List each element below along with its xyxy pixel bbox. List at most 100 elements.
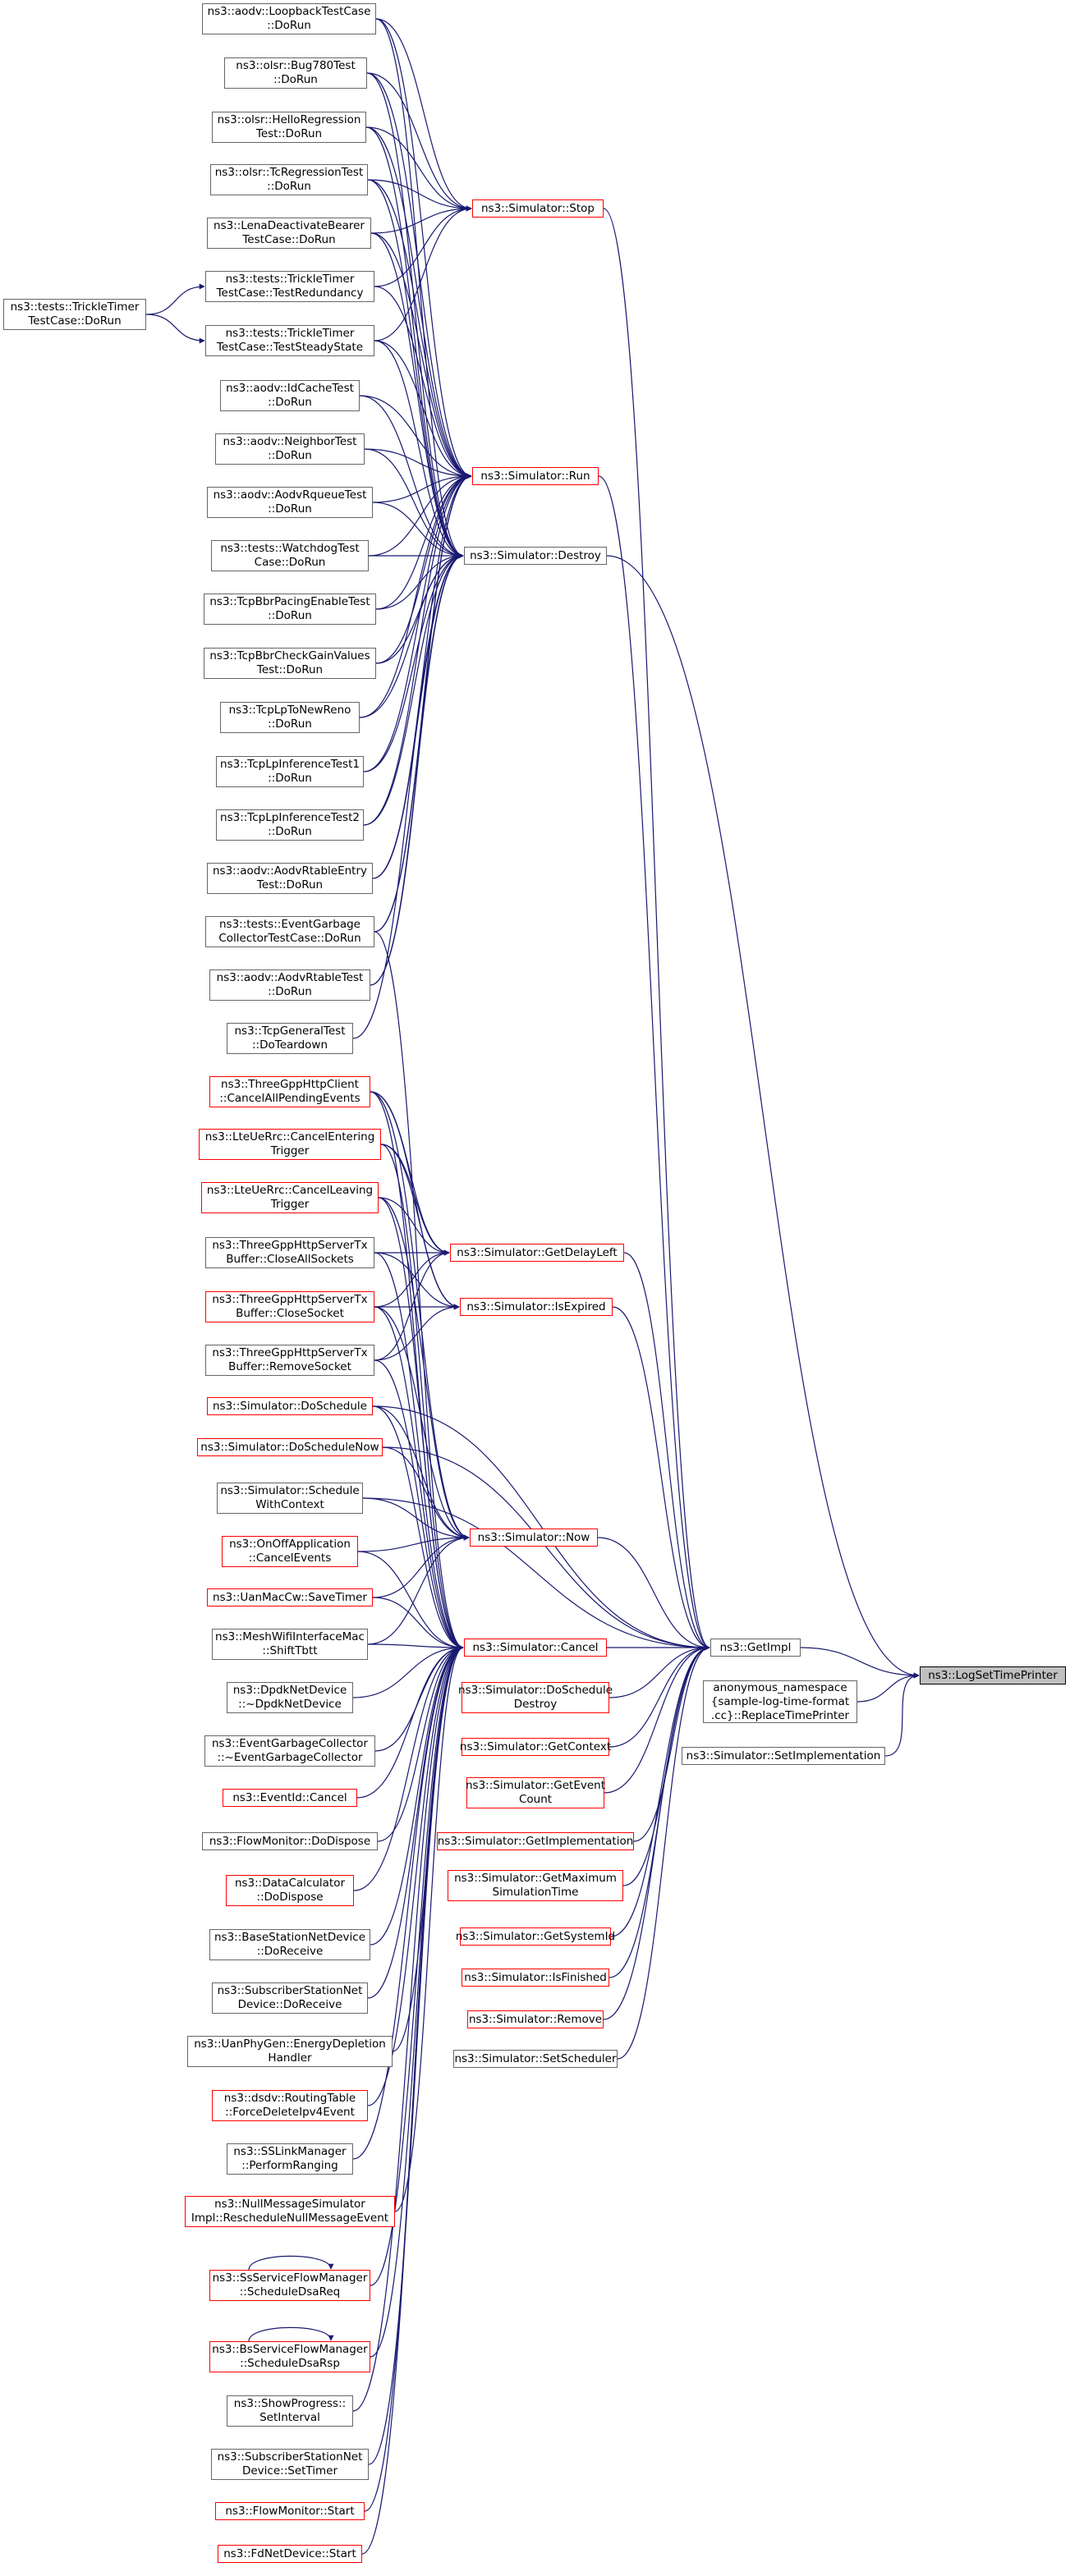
- graph-node-label: ns3::ThreeGppHttpServerTx: [212, 1346, 368, 1359]
- graph-node-ns3-meshwifiinterfacemac-shifttbtt[interactable]: ns3::MeshWifiInterfaceMac::ShiftTbtt: [212, 1629, 368, 1660]
- graph-node-ns3-aodv-aodvrqueuetest-dorun[interactable]: ns3::aodv::AodvRqueueTest::DoRun: [207, 487, 373, 518]
- graph-node-ns3-simulator-setscheduler[interactable]: ns3::Simulator::SetScheduler: [453, 2050, 618, 2068]
- graph-node-ns3-simulator-run[interactable]: ns3::Simulator::Run: [472, 467, 599, 485]
- graph-node-ns3-simulator-getimplementation[interactable]: ns3::Simulator::GetImplementation: [437, 1832, 634, 1850]
- call-edge-n14-to-m3: [359, 552, 464, 718]
- call-edge-self-loop-n45: [248, 2326, 334, 2342]
- graph-node-ns3-simulator-isfinished[interactable]: ns3::Simulator::IsFinished: [462, 1969, 609, 1987]
- graph-node-ns3-datacalculator-dodispose[interactable]: ns3::DataCalculator::DoDispose: [226, 1875, 354, 1906]
- call-edge-n6-to-m1: [374, 205, 472, 287]
- call-edge-n1-to-m2: [375, 18, 472, 479]
- graph-node-ns3-showprogress-setinterval[interactable]: ns3::ShowProgress::SetInterval: [227, 2395, 353, 2427]
- graph-node-label: ns3::aodv::NeighborTest: [223, 435, 357, 448]
- graph-node-label: ns3::Simulator::Stop: [481, 201, 595, 215]
- graph-node-ns3-simulator-cancel[interactable]: ns3::Simulator::Cancel: [464, 1639, 607, 1657]
- graph-node-ns3-olsr-tcregressiontest-dorun[interactable]: ns3::olsr::TcRegressionTest::DoRun: [210, 164, 368, 195]
- graph-node-ns3-simulator-getsystemid[interactable]: ns3::Simulator::GetSystemId: [456, 1927, 615, 1946]
- graph-node-ns3-simulator-stop[interactable]: ns3::Simulator::Stop: [472, 199, 604, 218]
- graph-node-label: Device::SetTimer: [241, 2464, 338, 2477]
- graph-node-label: ns3::FdNetDevice::Start: [223, 2546, 356, 2560]
- graph-node-ns3-tcpbbrpacingenabletest-dorun[interactable]: ns3::TcpBbrPacingEnableTest::DoRun: [204, 594, 376, 625]
- graph-node-ns3-flowmonitor-dodispose[interactable]: ns3::FlowMonitor::DoDispose: [202, 1832, 378, 1850]
- graph-node-ns3-aodv-idcachetest-dorun[interactable]: ns3::aodv::IdCacheTest::DoRun: [220, 380, 360, 411]
- graph-node-ns3-bsserviceflowmanager-scheduledsarsp[interactable]: ns3::BsServiceFlowManager::ScheduleDsaRs…: [209, 2341, 370, 2372]
- graph-node-ns3-onoffapplication-cancelevents[interactable]: ns3::OnOffApplication::CancelEvents: [222, 1536, 358, 1567]
- graph-node-ns3-fdnetdevice-start[interactable]: ns3::FdNetDevice::Start: [218, 2545, 362, 2563]
- call-edge-n8-to-m2: [359, 395, 472, 479]
- graph-node-label: anonymous_namespace: [713, 1680, 847, 1694]
- graph-node-ns3-simulator-remove[interactable]: ns3::Simulator::Remove: [467, 2010, 604, 2028]
- graph-node-label: ns3::SSLinkManager: [233, 2145, 347, 2158]
- graph-node-ns3-dsdv-routingtable-forcedeleteipv4event[interactable]: ns3::dsdv::RoutingTable::ForceDeleteIpv4…: [212, 2090, 368, 2121]
- call-edge-n19-to-m3: [370, 552, 464, 986]
- call-edge-n16-to-m2: [363, 473, 472, 826]
- graph-node-ns3-simulator-now[interactable]: ns3::Simulator::Now: [470, 1529, 598, 1547]
- graph-node-ns3-simulator-isexpired[interactable]: ns3::Simulator::IsExpired: [460, 1298, 613, 1316]
- graph-node-ns3-flowmonitor-start[interactable]: ns3::FlowMonitor::Start: [215, 2502, 365, 2520]
- graph-node-ns3-tcpgeneraltest-doteardown[interactable]: ns3::TcpGeneralTest::DoTeardown: [227, 1023, 353, 1054]
- call-edge-m13-to-g1: [610, 1644, 710, 1937]
- graph-node-label: ns3::Simulator::IsExpired: [466, 1299, 606, 1313]
- graph-node-ns3-getimpl[interactable]: ns3::GetImpl: [710, 1639, 801, 1657]
- graph-node-label: ns3::olsr::Bug780Test: [236, 59, 356, 72]
- graph-node-ns3-olsr-bug780test-dorun[interactable]: ns3::olsr::Bug780Test::DoRun: [224, 57, 367, 89]
- graph-node-ns3-tcplptonewreno-dorun[interactable]: ns3::TcpLpToNewReno::DoRun: [220, 702, 360, 733]
- graph-node-ns3-aodv-loopbacktestcase-dorun[interactable]: ns3::aodv::LoopbackTestCase::DoRun: [202, 3, 376, 34]
- graph-node-ns3-tcplpinferencetest2-dorun[interactable]: ns3::TcpLpInferenceTest2::DoRun: [216, 809, 364, 841]
- graph-node-label: ns3::ThreeGppHttpClient: [221, 1078, 359, 1091]
- graph-node-ns3-sslinkmanager-performranging[interactable]: ns3::SSLinkManager::PerformRanging: [227, 2143, 353, 2175]
- call-edge-n2-to-m2: [366, 72, 472, 479]
- graph-node-ns3-aodv-neighbortest-dorun[interactable]: ns3::aodv::NeighborTest::DoRun: [215, 433, 365, 465]
- graph-node-ns3-simulator-getdelayleft[interactable]: ns3::Simulator::GetDelayLeft: [450, 1244, 624, 1262]
- call-edge-n1-to-m1: [375, 18, 472, 212]
- graph-node-ns3-ssserviceflowmanager-scheduledsareq[interactable]: ns3::SsServiceFlowManager::ScheduleDsaRe…: [209, 2270, 370, 2301]
- graph-node-ns3-simulator-doschedulenow[interactable]: ns3::Simulator::DoScheduleNow: [197, 1438, 383, 1456]
- graph-node-label: Case::DoRun: [254, 556, 326, 569]
- graph-node-ns3-simulator-setimplementation[interactable]: ns3::Simulator::SetImplementation: [682, 1747, 885, 1765]
- call-edge-n4-to-m2: [367, 179, 472, 479]
- call-edge-n23-to-m7: [378, 1197, 464, 1651]
- graph-node-label: ::DoRun: [268, 717, 312, 731]
- graph-node-label: ns3::TcpLpInferenceTest1: [220, 758, 360, 771]
- graph-node-ns3-eventgarbagecollector-eventgarbagecollector[interactable]: ns3::EventGarbageCollector::~EventGarbag…: [204, 1735, 375, 1767]
- graph-node-anonymous-namespace-sample-log-time-format-cc-replacetimeprinter[interactable]: anonymous_namespace{sample-log-time-form…: [703, 1680, 857, 1723]
- call-edge-n4-to-m3: [367, 179, 464, 559]
- call-edge-n15-to-m2: [363, 473, 472, 772]
- graph-node-ns3-aodv-aodvrtabletest-dorun[interactable]: ns3::aodv::AodvRtableTest::DoRun: [209, 969, 370, 1001]
- graph-node-ns3-eventid-cancel[interactable]: ns3::EventId::Cancel: [223, 1789, 357, 1807]
- call-edge-n23-to-m4: [378, 1197, 450, 1256]
- graph-node-ns3-dpdknetdevice-dpdknetdevice[interactable]: ns3::DpdkNetDevice::~DpdkNetDevice: [227, 1682, 353, 1713]
- graph-node-ns3-uanmaccw-savetimer[interactable]: ns3::UanMacCw::SaveTimer: [207, 1588, 373, 1607]
- graph-node-ns3-tcplpinferencetest1-dorun[interactable]: ns3::TcpLpInferenceTest1::DoRun: [216, 756, 364, 787]
- graph-node-label: ns3::DpdkNetDevice: [232, 1684, 347, 1697]
- graph-node-ns3-simulator-destroy[interactable]: ns3::Simulator::Destroy: [464, 547, 607, 565]
- graph-node-ns3-simulator-getcontext[interactable]: ns3::Simulator::GetContext: [460, 1738, 611, 1756]
- graph-node-ns3-basestationnetdevice-doreceive[interactable]: ns3::BaseStationNetDevice::DoReceive: [209, 1929, 370, 1960]
- graph-node-ns3-threegpphttpclient-cancelallpendingevents[interactable]: ns3::ThreeGppHttpClient::CancelAllPendin…: [209, 1076, 370, 1107]
- graph-node-label: ns3::Simulator::DoSchedule: [213, 1399, 367, 1413]
- graph-node-ns3-simulator-doschedule[interactable]: ns3::Simulator::DoSchedule: [207, 1397, 373, 1415]
